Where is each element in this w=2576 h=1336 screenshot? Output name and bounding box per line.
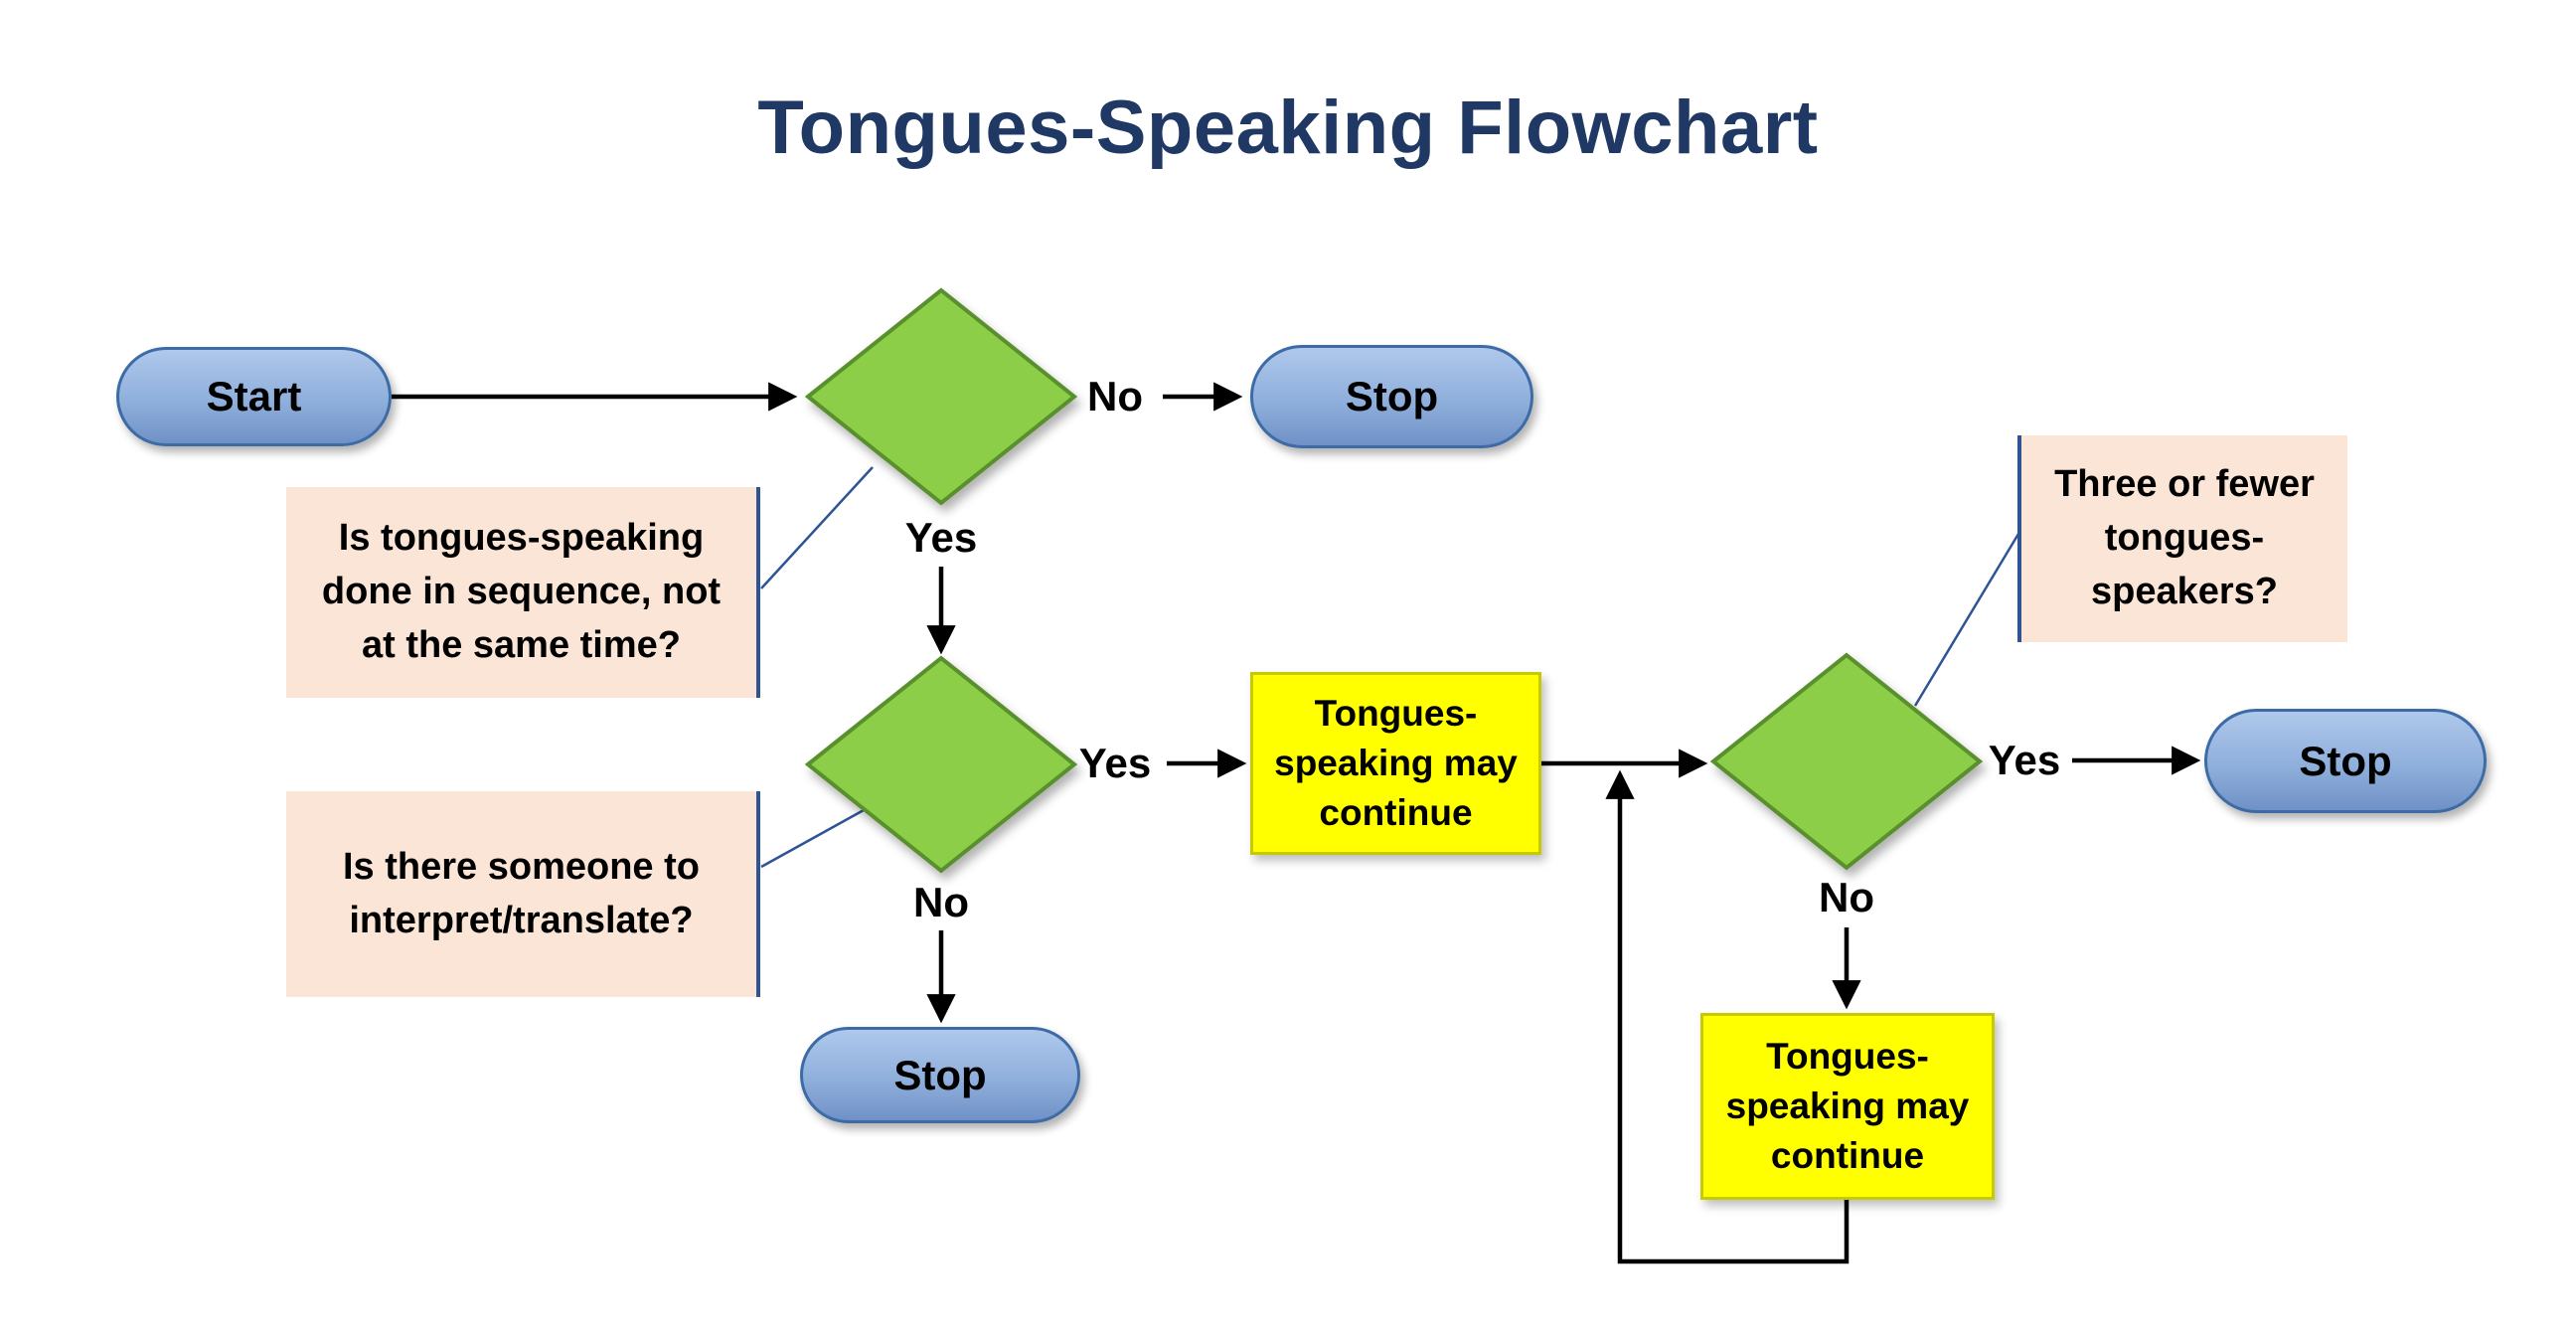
continue-node-left: Tongues-speaking may continue [1250,672,1541,855]
stop-top-label: Stop [1345,373,1439,419]
decision2-question-text: Is there someone to interpret/translate? [343,845,700,941]
decision3-question-text: Three or fewer tongues-speakers? [2054,463,2315,612]
callout-decision3-question: Three or fewer tongues-speakers? [2017,435,2347,642]
decision2-diamond [804,655,1078,874]
page-title: Tongues-Speaking Flowchart [757,85,1819,170]
edge-label-decision2-yes: Yes [1078,740,1152,786]
start-label: Start [206,373,302,419]
start-node: Start [116,347,392,446]
callout-connector-interpret [760,803,874,869]
edge-label-decision3-yes: Yes [1988,737,2061,783]
stop-middle-label: Stop [893,1051,987,1098]
continue-node-right: Tongues-speaking may continue [1700,1013,1995,1200]
arrow-loop-back-to-decision3 [1605,769,1850,1264]
callout-connector-sequence [760,466,874,589]
stop-node-middle: Stop [800,1027,1080,1123]
continue-left-label: Tongues-speaking may continue [1274,693,1518,833]
stop-right-label: Stop [2299,737,2392,784]
decision3-diamond [1709,652,1984,871]
stop-node-right: Stop [2204,709,2487,813]
decision1-diamond [804,287,1078,506]
callout-connector-three [1913,533,2020,707]
edge-label-decision1-no: No [1087,373,1143,419]
edge-label-decision3-no: No [1819,874,1874,920]
edge-label-decision2-no: No [913,879,969,925]
stop-node-top: Stop [1250,345,1533,448]
callout-decision1-question: Is tongues-speaking done in sequence, no… [286,487,760,698]
decision1-question-text: Is tongues-speaking done in sequence, no… [321,517,722,666]
continue-right-label: Tongues-speaking may continue [1725,1036,1970,1176]
edge-label-decision1-yes: Yes [904,514,978,561]
callout-decision2-question: Is there someone to interpret/translate? [286,791,760,997]
